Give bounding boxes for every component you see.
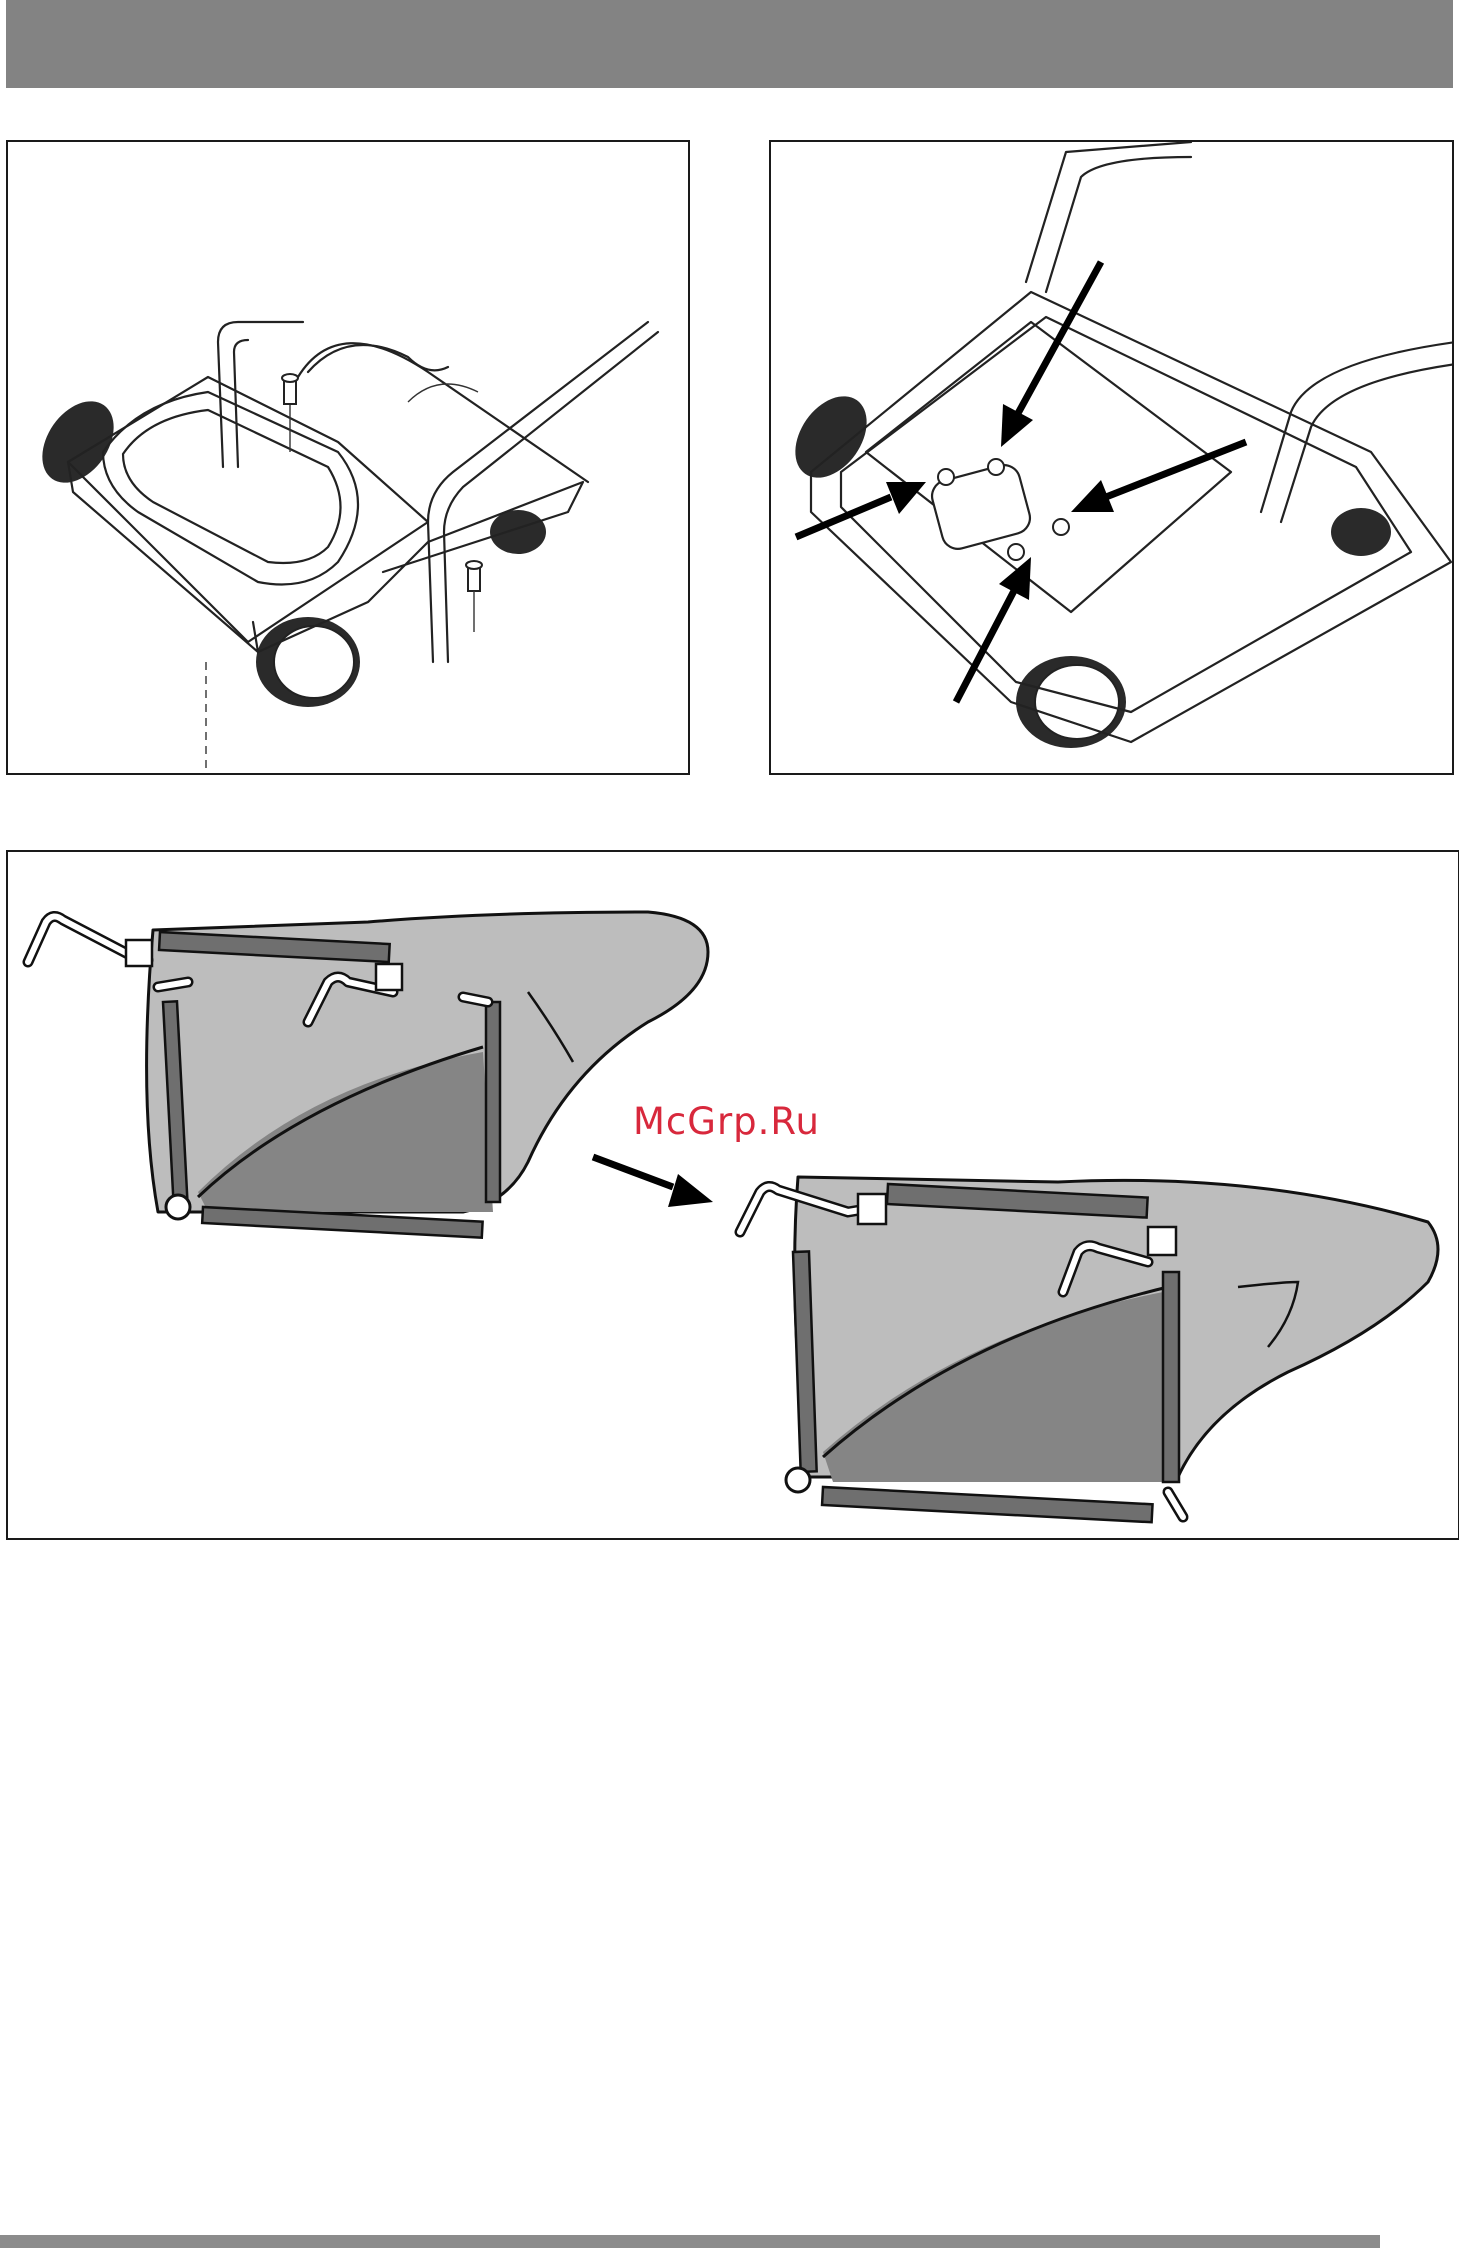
header-bar: [6, 0, 1453, 88]
grass-bag-assembly-icon: [8, 852, 1459, 1540]
figure-panel-motor-arrows: [769, 140, 1454, 775]
figure-panel-mower-screws: [6, 140, 690, 775]
watermark-text: McGrp.Ru: [633, 1100, 820, 1143]
screw-bottom-icon: [197, 662, 215, 775]
arrow-transition-icon: [593, 1157, 713, 1207]
screw-side-icon: [466, 561, 482, 632]
grass-bag-before-icon: [28, 912, 708, 1238]
arrow-bottom-icon: [956, 557, 1031, 702]
grass-bag-after-icon: [740, 1177, 1438, 1522]
arrow-right-icon: [1071, 442, 1246, 512]
screw-top-icon: [282, 374, 298, 452]
mower-motor-arrows-icon: [771, 142, 1454, 775]
arrow-top-icon: [1001, 262, 1101, 447]
figure-panel-grass-bag: [6, 850, 1459, 1540]
footer-bar: [0, 2235, 1380, 2248]
arrow-left-icon: [796, 482, 926, 537]
mower-underside-screws-icon: [8, 142, 690, 775]
